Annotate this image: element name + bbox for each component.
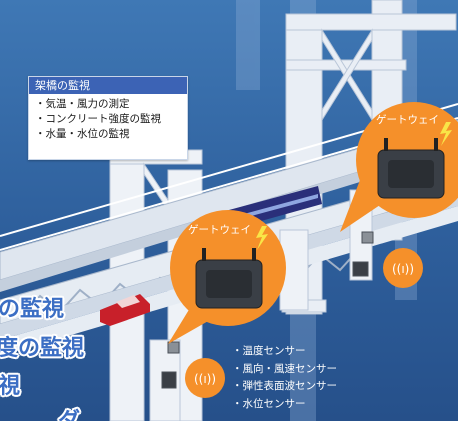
info-box-title: 架橋の監視 bbox=[29, 77, 187, 94]
wireless-signal-icon: ((ı)) ((ı)) bbox=[185, 248, 423, 398]
sensor-list: ・温度センサー ・風向・風速センサー ・弾性表面波センサー ・水位センサー bbox=[232, 343, 337, 413]
car bbox=[100, 294, 150, 326]
gateway-label-right: ゲートウェイ bbox=[376, 114, 439, 126]
sensor-item: ・温度センサー bbox=[232, 345, 306, 357]
sensor-box-icon bbox=[161, 231, 374, 389]
overlay-text: の監視 bbox=[0, 297, 65, 322]
info-item: ・コンクリート強度の監視 bbox=[35, 113, 161, 125]
info-box-bridge-monitoring: 架橋の監視 ・気温・風力の測定 ・コンクリート強度の監視 ・水量・水位の監視 bbox=[28, 76, 188, 160]
svg-text:((ı)): ((ı)) bbox=[194, 372, 216, 386]
info-item: ・水量・水位の監視 bbox=[35, 128, 130, 140]
svg-text:((ı)): ((ı)) bbox=[392, 262, 414, 276]
overlay-text: ダ bbox=[58, 403, 80, 421]
gateway-callout-right bbox=[340, 102, 458, 232]
sensor-item: ・風向・風速センサー bbox=[232, 362, 337, 375]
sensor-item: ・弾性表面波センサー bbox=[232, 380, 337, 392]
gateway-callout-left bbox=[168, 210, 286, 344]
lightning-icon bbox=[256, 122, 452, 250]
overlay-text: 視 bbox=[0, 374, 21, 399]
overlay-text: 度の監視 bbox=[0, 336, 85, 361]
gateway-label-left: ゲートウェイ bbox=[188, 224, 251, 236]
sensor-item: ・水位センサー bbox=[232, 397, 306, 410]
info-list: ・気温・風力の測定 ・コンクリート強度の監視 ・水量・水位の監視 bbox=[29, 97, 187, 142]
info-item: ・気温・風力の測定 bbox=[35, 98, 130, 110]
